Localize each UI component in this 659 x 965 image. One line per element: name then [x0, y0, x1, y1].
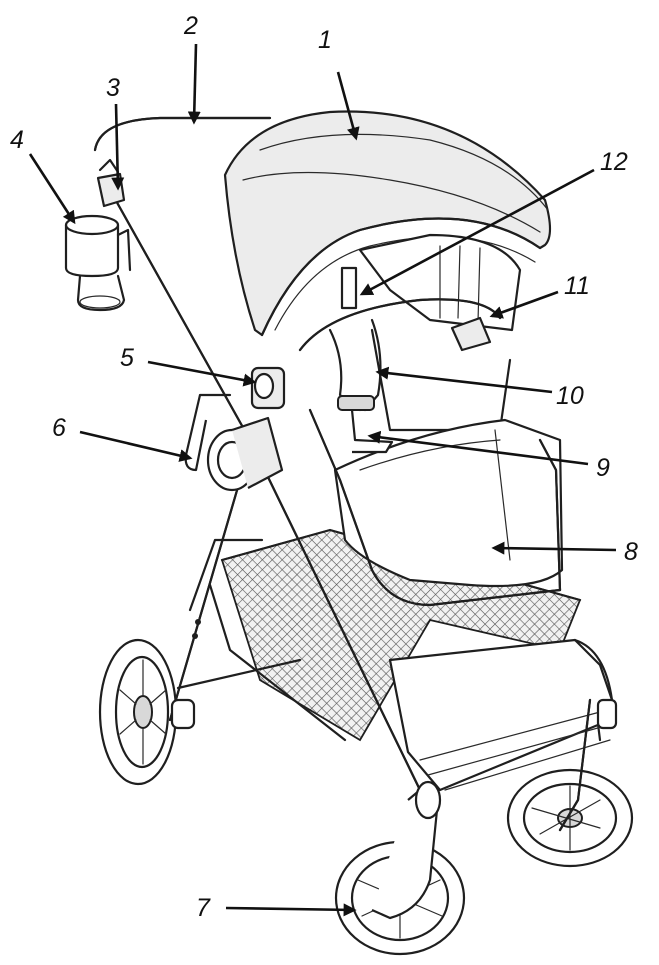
- arrow-7: [225, 903, 357, 917]
- canopy: [223, 110, 552, 337]
- callout-10: 10: [556, 382, 584, 410]
- arrow-11: [489, 290, 559, 319]
- harness-straps: [328, 318, 394, 454]
- callout-11: 11: [564, 272, 590, 300]
- callout-8: 8: [624, 538, 638, 566]
- arrow-6: [79, 430, 193, 462]
- handlebar: [93, 116, 272, 152]
- hub-joint: [206, 416, 284, 492]
- callout-4: 4: [10, 126, 24, 154]
- arrow-2: [187, 43, 201, 125]
- callout-3: 3: [106, 74, 120, 102]
- bumper-bar: [298, 298, 502, 352]
- callout-12: 12: [600, 148, 628, 176]
- callout-2: 2: [183, 12, 198, 40]
- arrow-10: [375, 366, 553, 394]
- cup-holder: [64, 214, 132, 312]
- callout-1: 1: [318, 26, 332, 54]
- right-front-strut: [558, 698, 592, 832]
- callout-6: 6: [52, 414, 66, 442]
- arrow-8: [491, 541, 617, 555]
- callout-arrows: [28, 43, 617, 917]
- arrow-9: [367, 430, 589, 466]
- rear-left-wheel: [98, 638, 178, 786]
- arrow-3: [111, 103, 125, 191]
- callout-9: 9: [596, 454, 610, 482]
- rear-frame: [168, 478, 602, 742]
- rear-right-wheel: [506, 768, 634, 868]
- front-wheel: [334, 780, 466, 956]
- strap-slot: [340, 266, 358, 310]
- fold-latch: [96, 158, 126, 208]
- arrow-1: [336, 71, 360, 141]
- callout-5: 5: [120, 344, 134, 372]
- arrow-5: [147, 360, 257, 387]
- footrest: [388, 638, 618, 792]
- arrow-12: [359, 168, 595, 296]
- recline-button: [250, 366, 286, 410]
- seat-back: [358, 233, 522, 432]
- callout-7: 7: [196, 894, 211, 922]
- callout-labels: 1 2 3 4 5 6 7 8 9 10 11 12: [10, 12, 638, 922]
- arrow-4: [28, 153, 76, 225]
